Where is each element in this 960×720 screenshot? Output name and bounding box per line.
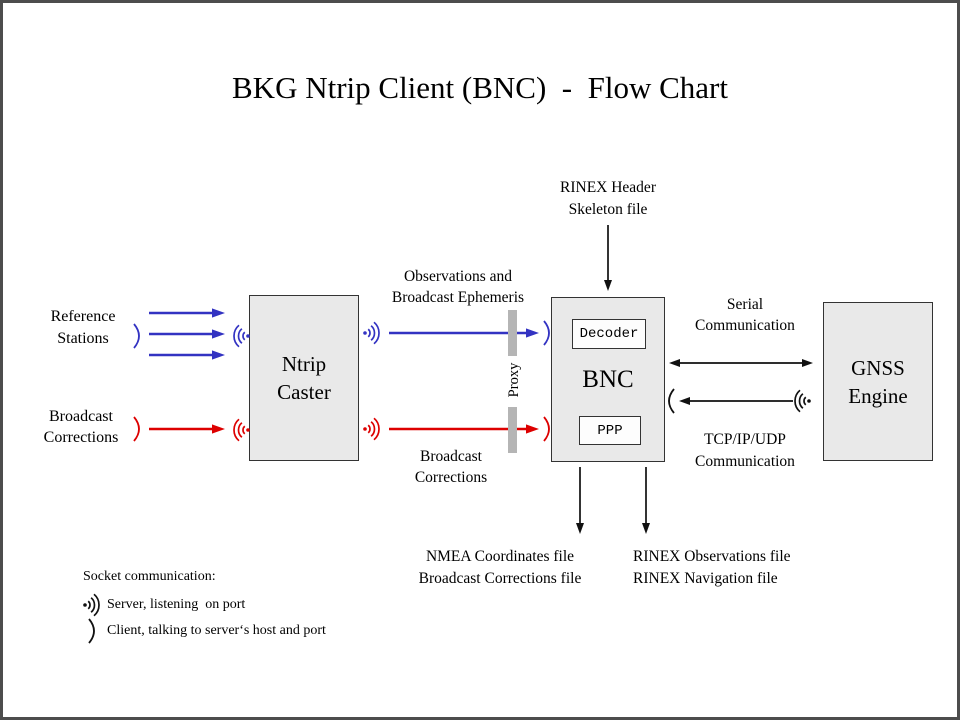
arrow-tcp-communication <box>679 397 793 405</box>
server-socket-caster-in-top <box>233 324 250 348</box>
node-gnss-engine: GNSS Engine <box>823 302 933 461</box>
server-socket-caster-out-top <box>363 321 380 345</box>
client-socket-bnc-in-bottom <box>543 416 550 442</box>
arrow-reference-stream-3 <box>149 350 225 360</box>
label-proxy: Proxy <box>506 362 522 398</box>
legend-heading: Socket communication: <box>83 569 216 584</box>
server-socket-caster-in-bottom <box>233 418 250 442</box>
legend-client-description: Client, talking to server‘s host and por… <box>107 623 326 638</box>
label-rinex-output-files: RINEX Observations file RINEX Navigation… <box>633 548 791 587</box>
arrow-output-nmea <box>576 467 584 534</box>
legend-server-description: Server, listening on port <box>107 597 246 612</box>
arrow-broadcast-corrections-mid <box>389 424 539 434</box>
ppp-label: PPP <box>597 422 623 439</box>
label-serial-communication: Serial Communication <box>695 296 795 334</box>
client-socket-bnc-tcp <box>668 388 675 414</box>
label-observations-ephemeris: Observations and Broadcast Ephemeris <box>391 268 525 306</box>
arrow-serial-communication <box>669 359 813 367</box>
arrow-broadcast-corrections-in <box>149 424 225 434</box>
decoder-box: Decoder <box>572 319 646 349</box>
arrow-observations-ephemeris <box>389 328 539 338</box>
arrow-reference-stream-2 <box>149 329 225 339</box>
node-ntrip-caster: Ntrip Caster <box>249 295 359 461</box>
gnss-engine-label: GNSS Engine <box>848 355 908 408</box>
node-bnc: Decoder BNC PPP <box>551 297 665 462</box>
legend-client-icon <box>88 618 95 644</box>
label-broadcast-corrections-input: Broadcast Corrections <box>43 408 119 446</box>
label-tcp-udp-communication: TCP/IP/UDP Communication <box>695 431 795 470</box>
bnc-label: BNC <box>582 365 634 393</box>
arrow-rinex-header <box>604 225 612 291</box>
page-title: BKG Ntrip Client (BNC) - Flow Chart <box>232 70 728 105</box>
decoder-label: Decoder <box>579 326 639 342</box>
label-reference-stations: Reference Stations <box>50 308 116 347</box>
label-rinex-header-skeleton: RINEX Header Skeleton file <box>560 179 656 218</box>
ntrip-caster-label: Ntrip Caster <box>277 352 331 404</box>
client-socket-bnc-in-top <box>543 320 550 346</box>
legend-server-icon <box>83 593 100 617</box>
server-socket-caster-out-bottom <box>363 417 380 441</box>
label-broadcast-corrections-stream: Broadcast Corrections <box>414 448 488 486</box>
arrow-reference-stream-1 <box>149 308 225 318</box>
ppp-box: PPP <box>579 416 641 445</box>
server-socket-gnss <box>794 389 811 413</box>
label-nmea-output-files: NMEA Coordinates file Broadcast Correcti… <box>418 548 582 587</box>
arrow-output-rinex <box>642 467 650 534</box>
